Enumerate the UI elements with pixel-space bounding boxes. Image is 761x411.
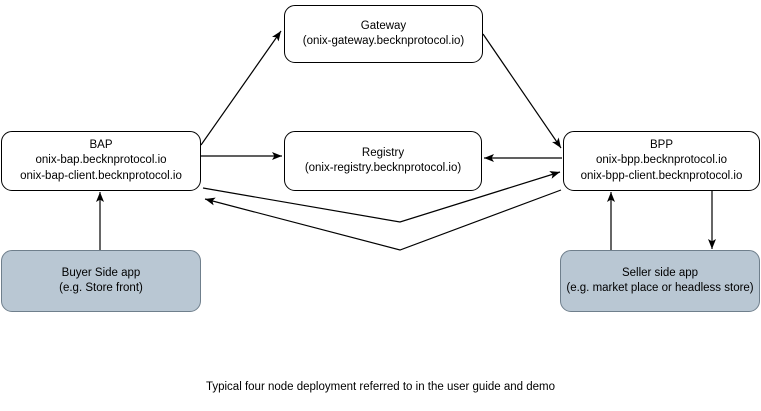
node-gateway[interactable]: Gateway (onix-gateway.becknprotocol.io) <box>284 5 483 63</box>
diagram-caption: Typical four node deployment referred to… <box>205 381 556 393</box>
node-bap-line-1: BAP <box>89 139 113 152</box>
node-registry-line-1: Registry <box>361 146 405 159</box>
node-seller-side-app[interactable]: Seller side app (e.g. market place or he… <box>560 250 760 312</box>
node-seller-side-app-line-1: Seller side app <box>621 266 699 279</box>
node-bpp[interactable]: BPP onix-bpp.becknprotocol.io onix-bpp-c… <box>563 131 760 191</box>
node-seller-side-app-line-2: (e.g. market place or headless store) <box>566 282 754 294</box>
node-bpp-line-3: onix-bpp-client.becknprotocol.io <box>580 169 743 182</box>
node-gateway-line-1: Gateway <box>360 19 407 32</box>
edge-bap-to-gateway <box>200 30 282 146</box>
edge-gateway-to-bpp <box>482 33 562 149</box>
edge-bpp-to-bap <box>204 189 562 251</box>
node-registry[interactable]: Registry (onix-registry.becknprotocol.io… <box>284 131 482 191</box>
node-registry-line-2: (onix-registry.becknprotocol.io) <box>304 162 462 174</box>
node-bpp-line-2: onix-bpp.becknprotocol.io <box>595 154 728 167</box>
node-buyer-side-app[interactable]: Buyer Side app (e.g. Store front) <box>1 250 201 312</box>
node-bap-line-3: onix-bap-client.becknprotocol.io <box>20 169 182 182</box>
node-buyer-side-app-line-1: Buyer Side app <box>61 266 141 279</box>
node-bap[interactable]: BAP onix-bap.becknprotocol.io onix-bap-c… <box>1 131 201 191</box>
node-buyer-side-app-line-2: (e.g. Store front) <box>59 282 143 294</box>
node-gateway-line-2: (onix-gateway.becknprotocol.io) <box>302 35 465 47</box>
node-bpp-line-1: BPP <box>649 139 673 152</box>
node-bap-line-2: onix-bap.becknprotocol.io <box>35 154 167 167</box>
